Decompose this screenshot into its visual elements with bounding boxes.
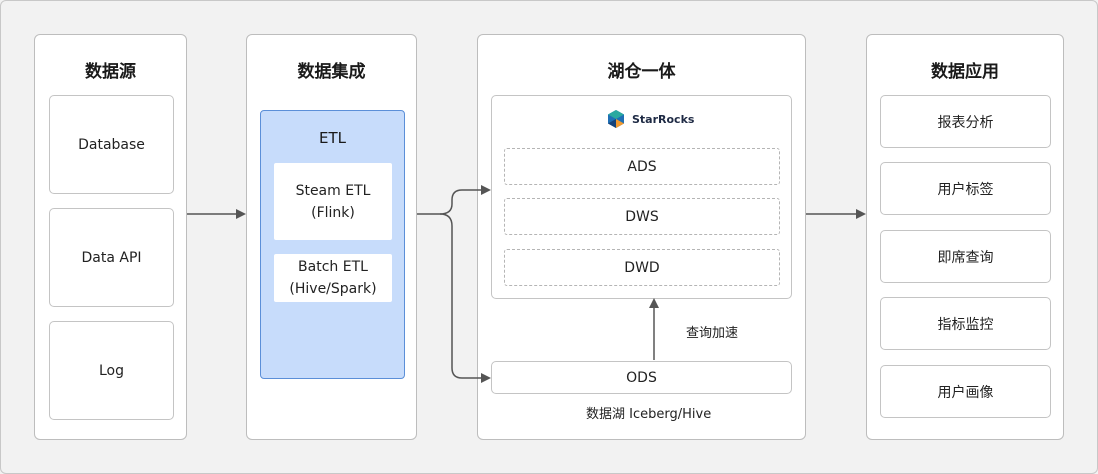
layer-dws: DWS [504,198,780,235]
etl-title: ETL [319,129,346,147]
panel-title-data-source: 数据源 [85,62,136,82]
panel-data-applications: 数据应用 报表分析 用户标签 即席查询 指标监控 用户画像 [866,34,1064,440]
etl-batch-engine: (Hive/Spark) [289,281,377,297]
etl-stream-box: Steam ETL (Flink) [274,163,392,240]
source-database: Database [49,95,174,194]
starrocks-logo-text: StarRocks [632,112,695,126]
app-adhoc-query: 即席查询 [880,230,1051,283]
source-log: Log [49,321,174,420]
etl-batch-name: Batch ETL [298,259,368,275]
panel-data-integration: 数据集成 ETL Steam ETL (Flink) Batch ETL (Hi… [246,34,417,440]
arrow-integration-to-ods [439,213,491,383]
source-data-api: Data API [49,208,174,307]
layer-ads: ADS [504,148,780,185]
etl-stream-name: Steam ETL [295,182,371,199]
app-report-analysis: 报表分析 [880,95,1051,148]
etl-batch-box: Batch ETL (Hive/Spark) [274,254,392,302]
data-lake-label: 数据湖 Iceberg/Hive [586,407,712,422]
layer-dwd: DWD [504,249,780,286]
arrow-integration-to-starrocks [417,185,491,215]
panel-title-data-integration: 数据集成 [297,62,366,82]
etl-region: ETL Steam ETL (Flink) Batch ETL (Hive/Sp… [260,110,405,379]
etl-stream-engine: (Flink) [311,204,355,221]
starrocks-logo: StarRocks [606,109,694,129]
starrocks-logo-icon [608,110,624,128]
query-acceleration-label: 查询加速 [686,326,739,341]
panel-title-lakehouse: 湖仓一体 [607,62,676,82]
ods-box: ODS [491,361,792,394]
app-user-tags: 用户标签 [880,162,1051,215]
panel-data-source: 数据源 Database Data API Log [34,34,187,440]
app-metric-monitoring: 指标监控 [880,297,1051,350]
panel-title-data-applications: 数据应用 [931,62,999,82]
app-user-profile: 用户画像 [880,365,1051,418]
panel-lakehouse: 湖仓一体 StarRocks ADS DWS DWD ODS 查询加速 数据湖 … [477,34,806,440]
